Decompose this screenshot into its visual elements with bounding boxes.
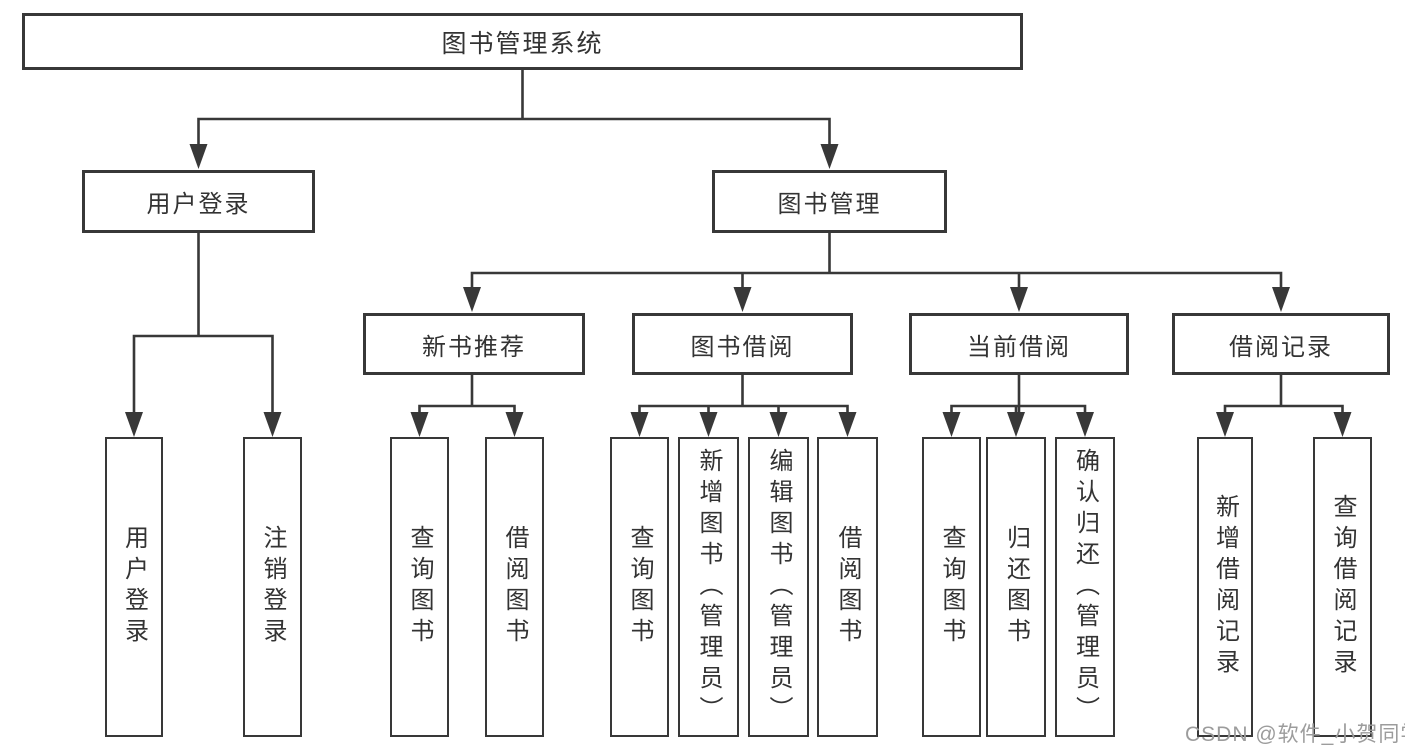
leaf-query-borrow-record: 查询借阅记录 <box>1313 437 1372 737</box>
node-user-login: 用户登录 <box>82 170 315 233</box>
leaf-edit-book-admin: 编辑图书（管理员） <box>748 437 809 737</box>
leaf-query-books-current: 查询图书 <box>922 437 981 737</box>
leaf-borrow-books-borrowing: 借阅图书 <box>817 437 878 737</box>
leaf-logout: 注销登录 <box>243 437 302 737</box>
node-book-management: 图书管理 <box>712 170 947 233</box>
leaf-confirm-return-admin: 确认归还（管理员） <box>1055 437 1115 737</box>
node-book-borrowing: 图书借阅 <box>632 313 853 375</box>
leaf-query-books-borrowing: 查询图书 <box>610 437 669 737</box>
leaf-user-login: 用户登录 <box>105 437 163 737</box>
node-current-borrowing: 当前借阅 <box>909 313 1129 375</box>
node-library-management-system: 图书管理系统 <box>22 13 1023 70</box>
csdn-watermark: CSDN @软件_小贺同学 <box>1185 723 1405 746</box>
leaf-query-books-recommend: 查询图书 <box>390 437 449 737</box>
leaf-add-borrow-record: 新增借阅记录 <box>1197 437 1253 737</box>
leaf-borrow-books-recommend: 借阅图书 <box>485 437 544 737</box>
leaf-return-books: 归还图书 <box>986 437 1046 737</box>
leaf-add-book-admin: 新增图书（管理员） <box>678 437 739 737</box>
node-new-book-recommendation: 新书推荐 <box>363 313 585 375</box>
arrowheads <box>125 144 1352 437</box>
node-borrowing-records: 借阅记录 <box>1172 313 1390 375</box>
